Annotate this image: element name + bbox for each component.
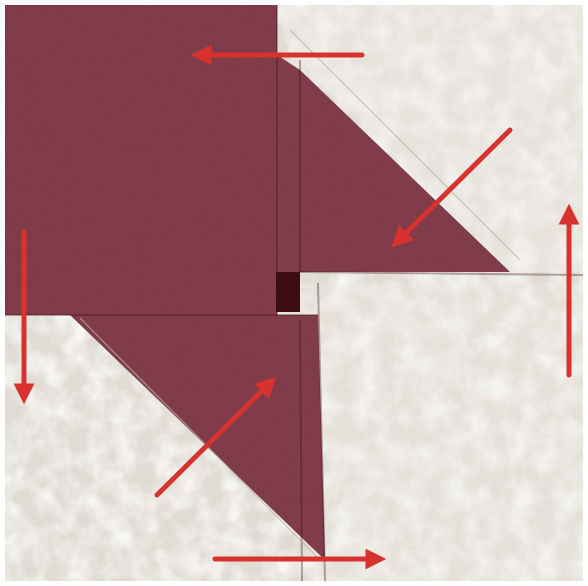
- maroon-upper-left-square: [5, 5, 277, 315]
- center-seam-knot: [276, 272, 300, 312]
- cream-lower-right-square: [318, 283, 583, 581]
